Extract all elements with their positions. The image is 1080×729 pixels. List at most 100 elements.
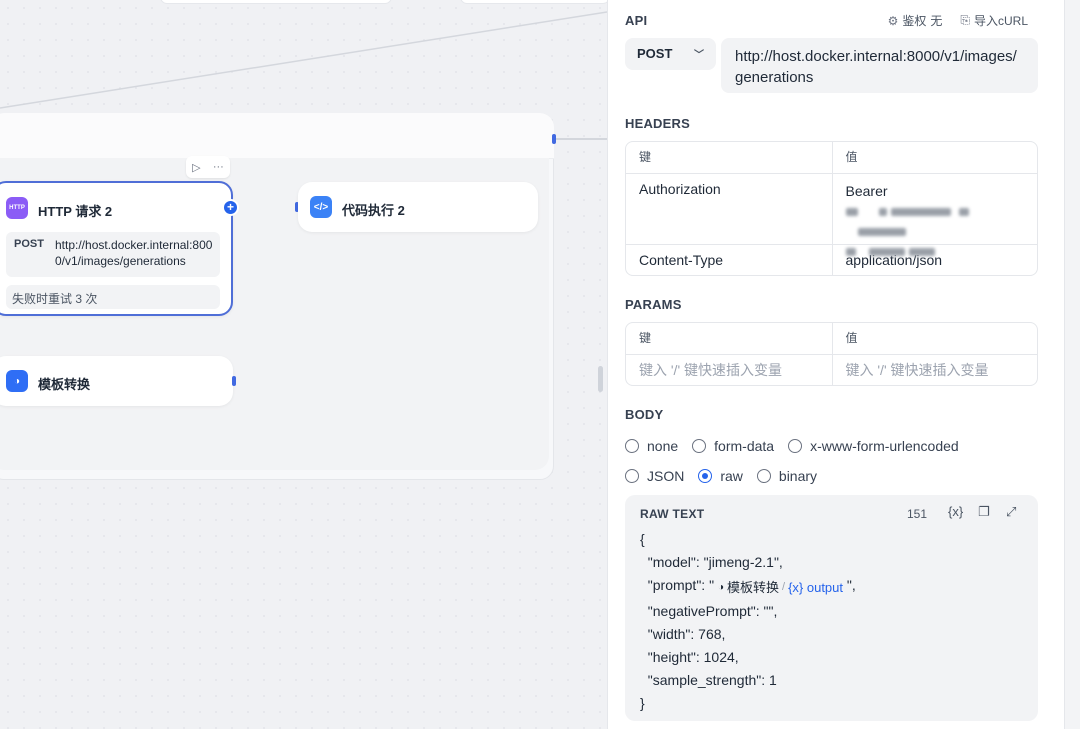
http-icon: HTTP [6,197,28,219]
workflow-canvas[interactable]: ▷ ··· HTTP HTTP 请求 2 POST http://host.do… [0,0,607,729]
code-line: } [640,695,645,712]
expand-icon[interactable]: ⤢ [1006,504,1017,519]
redacted-token [845,203,970,239]
panel-scrollbar[interactable] [1064,0,1080,729]
radio-icon [756,469,771,483]
code-line: "model": "jimeng-2.1", [640,554,783,571]
radio-icon [788,439,803,453]
auth-value: 无 [930,14,943,28]
radio-label: none [647,438,679,454]
import-curl-label: 导入cURL [973,14,1028,28]
header-value-text: Bearer [845,183,888,199]
body-type-raw[interactable]: raw [698,468,743,484]
api-actions: ⚙ 鉴权 无 ⎘ 导入cURL [888,12,1028,29]
code-line: "negativePrompt": "", [640,602,778,619]
raw-text-title: RAW TEXT [640,507,705,521]
header-key-input[interactable]: Content-Type [639,252,724,268]
auth-label: 鉴权 [902,14,927,28]
code-exec-node[interactable]: </> 代码执行 2 [298,182,538,232]
add-next-node-icon[interactable]: + [222,199,239,216]
iteration-group-header [0,113,554,159]
body-section-title: BODY [625,407,664,422]
headers-table-header: 键 值 [626,142,1037,173]
template-icon: ◑ [6,370,28,392]
body-type-none[interactable]: none [625,438,678,454]
gear-icon: ⚙ [887,13,899,28]
raw-text-char-count: 151 [907,507,928,521]
code-node-title: 代码执行 2 [342,203,405,218]
template-icon: ◑ [717,582,724,594]
http-node-retry: 失败时重试 3 次 [6,285,220,309]
more-icon[interactable]: ··· [212,161,224,173]
http-node-title: HTTP 请求 2 [38,204,113,219]
code-node-input-handle[interactable] [295,202,299,212]
method-value: POST [637,46,673,61]
params-section-title: PARAMS [625,297,682,312]
params-col-value: 值 [831,323,1038,354]
variable-node-name: 模板转换 [726,580,779,596]
params-col-key: 键 [639,331,652,345]
api-section-title: API [625,13,648,28]
radio-icon [625,439,639,453]
node-stub-top-right [460,0,607,4]
chevron-down-icon: ﹀ [694,50,704,61]
node-stub-top-left [160,0,392,4]
body-type-json[interactable]: JSON [625,468,684,484]
raw-text-content[interactable]: { "model": "jimeng-2.1", "prompt": " ◑模板… [640,528,856,716]
headers-col-key: 键 [639,150,652,164]
headers-table: 键 值 Authorization Bearer Content-Type ap… [625,141,1038,276]
radio-icon [692,439,707,453]
redacted-token-2 [845,243,936,259]
code-line: "prompt": " ◑模板转换/{x} output ", [640,574,856,599]
body-type-radios-row-1: none form-data x-www-form-urlencoded [625,438,973,454]
http-request-node[interactable]: HTTP HTTP 请求 2 POST http://host.docker.i… [0,181,233,316]
code-line-text: "prompt": " [640,577,715,594]
panel-resize-handle[interactable] [598,366,603,392]
param-value-input[interactable]: 键入 '/' 键快速插入变量 [831,355,1038,385]
code-line: "width": 768, [640,625,726,642]
headers-section-title: HEADERS [625,116,690,131]
variable-chip[interactable]: ◑模板转换/{x} output [718,576,843,599]
copy-icon[interactable]: ❐ [978,504,990,519]
table-row: Authorization Bearer [626,173,1038,257]
node-config-panel: API ⚙ 鉴权 无 ⎘ 导入cURL POST ﹀ http://host.d… [607,0,1064,729]
http-node-request-info: POST http://host.docker.internal:8000/v1… [6,232,220,277]
code-line: "sample_strength": 1 [640,672,777,689]
headers-col-value: 值 [831,142,1038,173]
radio-label: binary [778,468,818,484]
auth-button[interactable]: ⚙ 鉴权 无 [888,12,943,29]
edge-incoming [0,11,607,109]
method-select[interactable]: POST ﹀ [625,38,716,70]
http-node-url: http://host.docker.internal:8000/v1/imag… [55,238,213,268]
group-output-handle[interactable] [552,134,556,144]
radio-selected-icon [698,469,713,483]
radio-label: raw [720,468,743,484]
code-line: "height": 1024, [640,649,739,666]
import-curl-button[interactable]: ⎘ 导入cURL [960,12,1028,29]
radio-label: form-data [714,438,775,454]
header-value-input[interactable]: Bearer [831,174,1038,257]
body-type-form-data[interactable]: form-data [692,438,774,454]
table-row: 键入 '/' 键快速插入变量 键入 '/' 键快速插入变量 [626,354,1037,385]
insert-variable-icon[interactable]: {x} [948,504,964,519]
params-table-header: 键 值 [626,323,1037,354]
radio-label: x-www-form-urlencoded [810,438,959,454]
code-line: { [640,531,645,547]
template-node-output-handle[interactable] [232,376,236,386]
template-transform-node[interactable]: ◑ 模板转换 [0,356,233,406]
http-node-method: POST [14,238,44,250]
body-type-radios-row-2: JSON raw binary [625,468,831,484]
radio-icon [625,469,639,483]
template-node-title: 模板转换 [38,377,91,392]
variable-separator: / [782,581,786,594]
body-type-x-www-form-urlencoded[interactable]: x-www-form-urlencoded [788,438,959,454]
header-key-input[interactable]: Authorization [639,181,721,197]
body-type-binary[interactable]: binary [756,468,818,484]
url-input[interactable]: http://host.docker.internal:8000/v1/imag… [721,38,1038,93]
param-key-input[interactable]: 键入 '/' 键快速插入变量 [639,362,783,378]
variable-output-name: {x} output [788,580,844,596]
code-line-suffix: ", [846,577,856,594]
run-node-icon[interactable]: ▷ [192,161,201,174]
raw-text-editor[interactable]: RAW TEXT 151 {x} ❐ ⤢ { "model": "jimeng-… [625,495,1038,721]
node-toolbar: ▷ ··· [186,156,230,178]
